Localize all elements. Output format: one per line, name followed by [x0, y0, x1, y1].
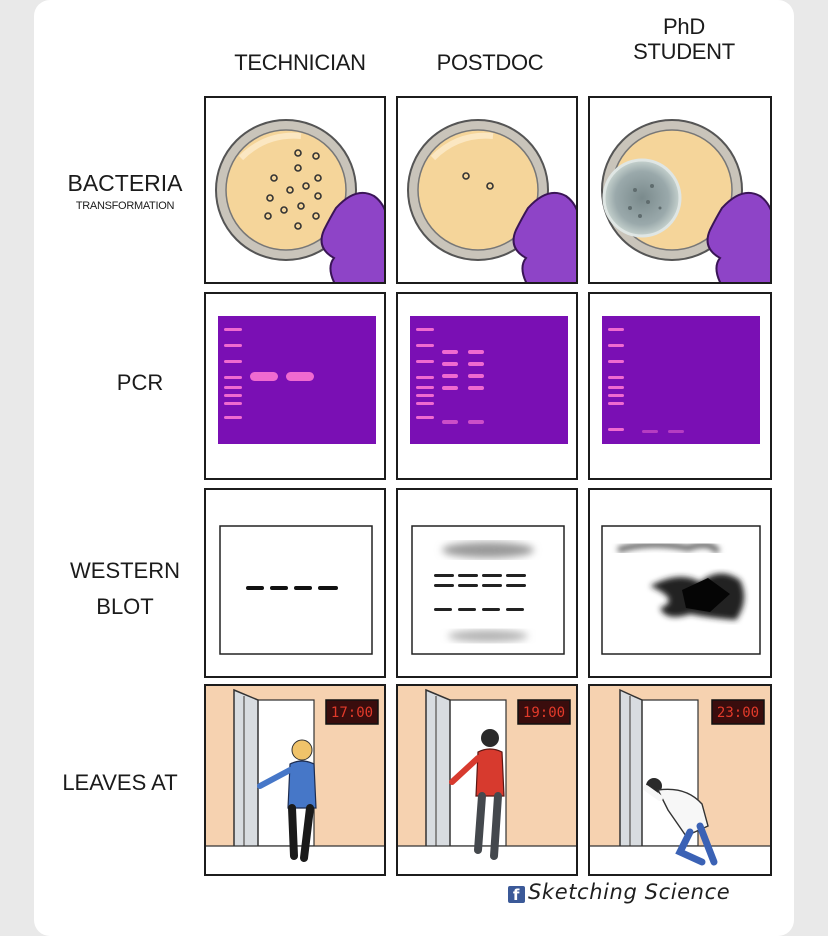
column-header-phd-student: PhD STUDENT	[594, 14, 774, 64]
bacteria-panel-technician	[204, 96, 386, 284]
column-header-technician: TECHNICIAN	[234, 50, 366, 75]
door-scene-postdoc: 19:00	[398, 686, 576, 874]
blot-technician	[219, 525, 373, 655]
clock-technician: 17:00	[331, 705, 373, 721]
phd-line-1: PhD	[663, 14, 705, 39]
clock-phd-student: 23:00	[717, 705, 759, 721]
phd-line-2: STUDENT	[633, 39, 735, 64]
pcr-panel-technician	[204, 292, 386, 480]
row-header-pcr: PCR	[116, 370, 164, 395]
row-header-western-blot: WESTERN BLOT	[50, 553, 200, 625]
facebook-icon: f	[508, 886, 525, 904]
credit-text: Sketching Science	[528, 880, 731, 904]
bacteria-subtitle: TRANSFORMATION	[75, 200, 175, 212]
door-scene-phd-student: 23:00	[590, 686, 770, 874]
western-panel-technician	[204, 488, 386, 678]
leaves-panel-phd-student: 23:00	[588, 684, 772, 876]
row-header-bacteria: BACTERIA TRANSFORMATION	[50, 168, 200, 212]
pcr-panel-phd-student	[588, 292, 772, 480]
bacteria-panel-phd-student	[588, 96, 772, 284]
petri-dish-technician	[215, 119, 384, 282]
leaves-panel-technician: 17:00	[204, 684, 386, 876]
column-header-postdoc: POSTDOC	[436, 50, 544, 75]
western-line-1: WESTERN	[70, 558, 180, 583]
pcr-panel-postdoc	[396, 292, 578, 480]
petri-dish-phd-student	[601, 119, 770, 282]
petri-dish-postdoc	[407, 119, 576, 282]
blot-postdoc	[411, 525, 565, 655]
gel-postdoc	[410, 316, 568, 444]
blot-phd-student	[601, 525, 761, 655]
bacteria-panel-postdoc	[396, 96, 578, 284]
western-line-2: BLOT	[96, 594, 154, 619]
row-header-leaves-at: LEAVES AT	[62, 770, 178, 795]
western-panel-postdoc	[396, 488, 578, 678]
clock-postdoc: 19:00	[523, 705, 565, 721]
bacteria-title: BACTERIA	[67, 170, 183, 196]
western-panel-phd-student	[588, 488, 772, 678]
gel-phd-student	[602, 316, 760, 444]
door-scene-technician: 17:00	[206, 686, 384, 874]
leaves-panel-postdoc: 19:00	[396, 684, 578, 876]
gel-technician	[218, 316, 376, 444]
